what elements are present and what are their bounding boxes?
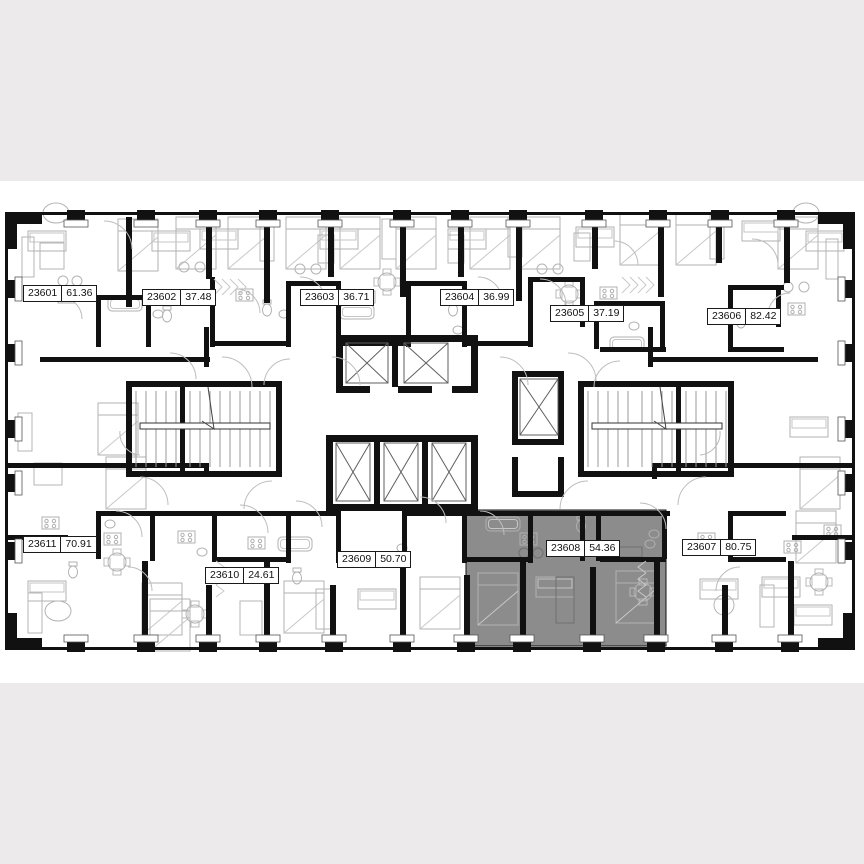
apartment-id: 23610 — [210, 569, 240, 581]
apartment-id: 23611 — [28, 538, 57, 550]
detail-hatch — [213, 276, 655, 598]
apartment-area: 80.75 — [725, 541, 752, 553]
apartment-label-23607[interactable]: 23607 80.75 — [682, 539, 757, 556]
floor-plan-canvas[interactable]: 23601 61.36 23602 37.48 23603 36.71 2360… — [0, 181, 864, 683]
plan-vector — [0, 181, 864, 683]
label-divider — [243, 568, 245, 583]
apartment-id: 23606 — [712, 310, 742, 322]
label-divider — [584, 541, 586, 556]
core-symbols — [135, 342, 727, 502]
apartment-area: 82.42 — [750, 310, 777, 322]
apartment-area: 54.36 — [589, 542, 616, 554]
apartment-label-23610[interactable]: 23610 24.61 — [205, 567, 280, 584]
apartment-label-23608[interactable]: 23608 54.36 — [546, 540, 621, 557]
label-divider — [375, 552, 377, 567]
apartment-area: 24.61 — [248, 569, 275, 581]
apartment-area: 70.91 — [65, 538, 92, 550]
label-divider — [180, 290, 182, 305]
apartment-id: 23603 — [305, 291, 335, 303]
apartment-id: 23608 — [551, 542, 581, 554]
apartment-area: 37.19 — [593, 307, 620, 319]
apartment-area: 37.48 — [185, 291, 212, 303]
apartment-area: 50.70 — [380, 553, 407, 565]
apartment-label-23601[interactable]: 23601 61.36 — [23, 285, 98, 302]
apartment-id: 23601 — [28, 287, 58, 299]
apartment-id: 23607 — [687, 541, 717, 553]
label-divider — [588, 306, 590, 321]
label-divider — [720, 540, 722, 555]
apartment-label-23606[interactable]: 23606 82.42 — [707, 308, 782, 325]
apartment-label-23605[interactable]: 23605 37.19 — [550, 305, 625, 322]
apartment-id: 23605 — [555, 307, 585, 319]
apartment-area: 36.71 — [343, 291, 370, 303]
highlighted-apartment-23608[interactable] — [465, 509, 667, 647]
apartment-label-23609[interactable]: 23609 50.70 — [337, 551, 412, 568]
label-divider — [478, 290, 480, 305]
apartment-area: 36.99 — [483, 291, 510, 303]
apartment-label-23611[interactable]: 23611 70.91 — [23, 536, 97, 553]
apartment-id: 23604 — [445, 291, 475, 303]
label-divider — [60, 537, 62, 552]
label-divider — [338, 290, 340, 305]
apartment-label-23604[interactable]: 23604 36.99 — [440, 289, 515, 306]
label-divider — [745, 309, 747, 324]
apartment-label-23603[interactable]: 23603 36.71 — [300, 289, 375, 306]
apartment-area: 61.36 — [66, 287, 93, 299]
apartment-id: 23602 — [147, 291, 177, 303]
label-divider — [61, 286, 63, 301]
apartment-label-23602[interactable]: 23602 37.48 — [142, 289, 217, 306]
furniture-layer — [17, 202, 845, 652]
floor-plan-drawing — [0, 181, 864, 683]
apartment-id: 23609 — [342, 553, 372, 565]
